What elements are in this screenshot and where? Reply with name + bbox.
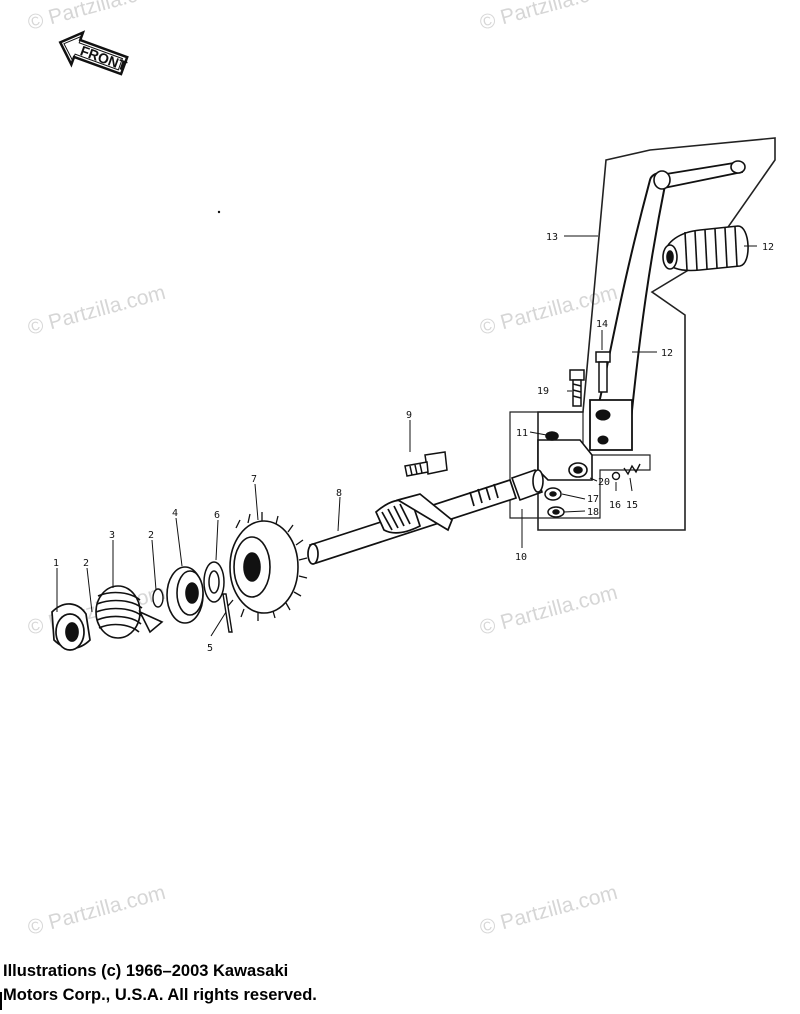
kick-lever [589, 160, 746, 451]
washer-nut-group [544, 487, 565, 518]
callout-2a: 2 [83, 558, 89, 569]
callout-12b: 12 [661, 348, 673, 359]
front-arrow-icon: FRONT [58, 30, 129, 76]
callout-20: 20 [598, 477, 610, 488]
front-label: FRONT [78, 42, 129, 74]
leader-lines [56, 235, 757, 637]
callout-10: 10 [515, 552, 527, 563]
callout-7: 7 [251, 474, 257, 485]
watermark-2: © Partzilla.com [477, 0, 620, 35]
callout-labels: 1 2 3 2 4 6 5 7 8 9 10 11 12 12 13 14 19… [53, 232, 774, 654]
ratchet-4 [166, 566, 204, 624]
speck [217, 210, 221, 214]
washer-6 [203, 561, 225, 603]
copyright-line-1: Illustrations (c) 1966–2003 Kawasaki [3, 962, 289, 980]
pedal-rubber-grip [662, 225, 749, 272]
watermark-4: © Partzilla.com [477, 281, 620, 340]
callout-2b: 2 [148, 530, 154, 541]
callout-15: 15 [626, 500, 638, 511]
gear-teeth [227, 512, 308, 621]
ball-16 [611, 471, 621, 481]
callout-17: 17 [587, 494, 599, 505]
watermark-6: © Partzilla.com [477, 581, 620, 640]
bolt-9 [404, 451, 448, 477]
callout-8: 8 [336, 488, 342, 499]
callout-3: 3 [109, 530, 115, 541]
callout-5: 5 [207, 643, 213, 654]
callout-13: 13 [546, 232, 558, 243]
copyright-line-2: Motors Corp., U.S.A. All rights reserved… [3, 986, 317, 1004]
watermark-1: © Partzilla.com [25, 0, 168, 35]
return-spring-3 [95, 585, 164, 639]
ring-2 [152, 588, 164, 608]
watermark-3: © Partzilla.com [25, 281, 168, 340]
shaft-cluster-outline [509, 411, 651, 519]
callout-19: 19 [537, 386, 549, 397]
kick-shaft-8 [307, 478, 518, 565]
callout-4: 4 [172, 508, 178, 519]
spring-guide-cap-1 [51, 603, 91, 651]
callout-11: 11 [516, 428, 528, 439]
callout-18: 18 [587, 507, 599, 518]
watermark-7: © Partzilla.com [25, 881, 168, 940]
clamp-block-11 [537, 431, 593, 481]
callout-14: 14 [596, 319, 608, 330]
callout-16: 16 [609, 500, 621, 511]
left-edge-mark [0, 992, 2, 1010]
callout-6: 6 [214, 510, 220, 521]
spring-15 [623, 463, 641, 476]
bushing-10 [510, 468, 544, 502]
callout-9: 9 [406, 410, 412, 421]
callout-1: 1 [53, 558, 59, 569]
callout-12a: 12 [762, 242, 774, 253]
watermark-group: © Partzilla.com © Partzilla.com © Partzi… [25, 0, 620, 940]
watermark-8: © Partzilla.com [477, 881, 620, 940]
kick-gear-7 [227, 512, 308, 621]
pin-5 [222, 593, 233, 633]
bolt-14 [595, 351, 611, 393]
bolt-19 [569, 369, 585, 407]
